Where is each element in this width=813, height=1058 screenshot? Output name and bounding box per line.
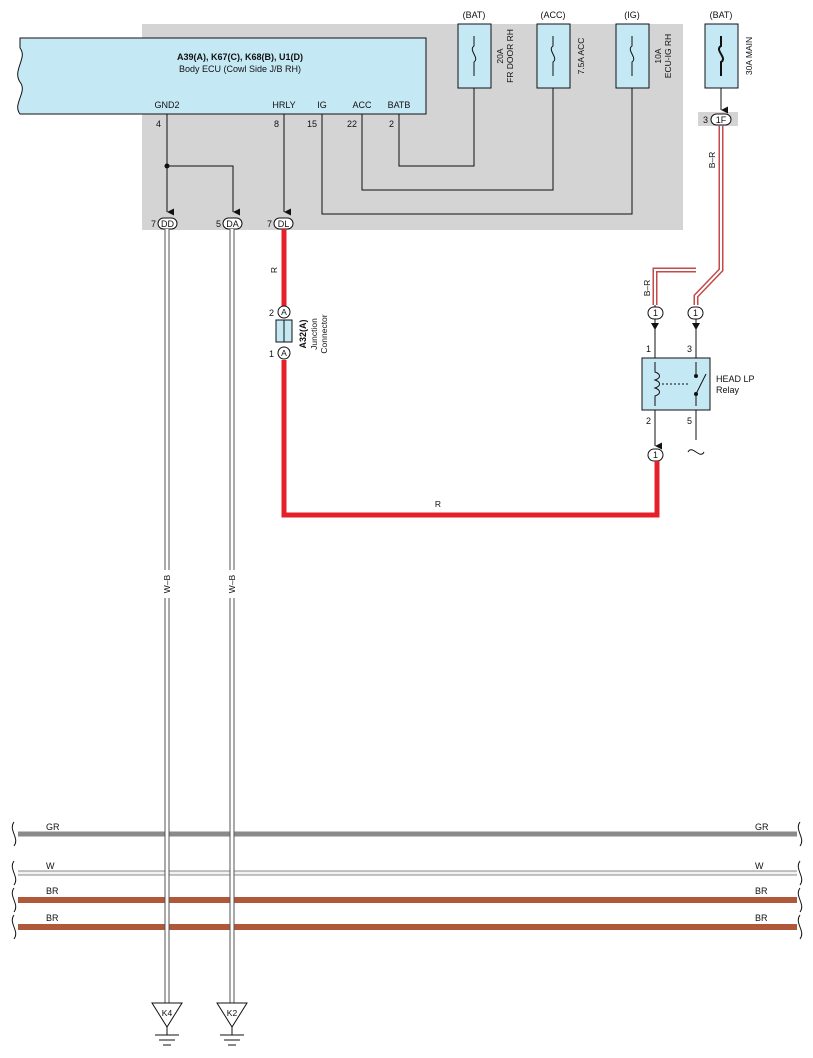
junction-pin-bottom: 1	[269, 349, 274, 359]
bus-gr-label-right: GR	[755, 822, 769, 832]
fuse1-rating: 20A	[495, 48, 505, 63]
fuse2-rating: 7.5A ACC	[576, 38, 586, 75]
fuse-main	[704, 23, 739, 89]
pin-num-ig: 15	[307, 119, 317, 129]
junction-connector	[275, 305, 293, 360]
pin-num-hrly: 8	[274, 119, 279, 129]
conn-1f-id: 1F	[716, 115, 727, 125]
r-label-vertical: R	[269, 267, 279, 273]
fuse3-rating: 10A	[653, 48, 663, 63]
bus-br2-label-left: BR	[46, 913, 59, 923]
conn-1f	[710, 113, 732, 126]
fuse3-name: ECU-IG RH	[663, 34, 673, 78]
ground-split-node	[164, 163, 170, 169]
fuse-fr-door-rh	[457, 23, 492, 89]
conn-dl-id: DL	[278, 219, 290, 229]
wb-label-left: W–B	[162, 574, 172, 593]
bus-br2-label-right: BR	[755, 913, 768, 923]
pin-name-gnd2: GND2	[154, 100, 179, 110]
relay-out-conn-id: 1	[653, 450, 658, 460]
ground-k2	[216, 1002, 248, 1046]
pin-num-batb: 2	[389, 119, 394, 129]
relay-pin3: 3	[687, 344, 692, 354]
jb-internal-wires	[166, 88, 633, 216]
bus-w-label-right: W	[755, 861, 764, 871]
conn-dd-id: DD	[161, 219, 174, 229]
bus-br1-label-right: BR	[755, 886, 768, 896]
bus-gr	[11, 821, 803, 847]
fuse1-name: FR DOOR RH	[505, 29, 515, 83]
fuse4-source: (BAT)	[710, 10, 733, 20]
pin-name-acc: ACC	[352, 100, 372, 110]
pin-name-hrly: HRLY	[272, 100, 295, 110]
bus-w-label-left: W	[46, 861, 55, 871]
br-label-relay: B–R	[642, 280, 652, 297]
relay-pin5: 5	[687, 416, 692, 426]
bus-br-2	[11, 914, 803, 940]
ground-k4-id: K4	[162, 1008, 173, 1018]
bus-w	[11, 860, 803, 886]
pin-name-batb: BATB	[388, 100, 411, 110]
ecu-subtitle: Body ECU (Cowl Side J/B RH)	[179, 64, 301, 74]
ground-k2-id: K2	[227, 1008, 238, 1018]
fuse3-source: (IG)	[624, 10, 640, 20]
fuse-ecu-ig-rh	[615, 23, 650, 89]
junction-pin-top: 2	[269, 308, 274, 318]
wb-wires	[164, 229, 235, 1003]
junction-name-2: Connector	[319, 314, 329, 353]
br-label-main: B–R	[707, 152, 717, 169]
relay-pin1: 1	[646, 344, 651, 354]
fuse4-rating: 30A MAIN	[744, 37, 754, 75]
relay-pin5-tail	[687, 410, 705, 455]
junction-name-1: Junction	[309, 318, 319, 350]
junction-code: A32(A)	[298, 319, 308, 348]
bus-br1-label-left: BR	[46, 886, 59, 896]
conn-da-id: DA	[226, 219, 239, 229]
conn-dd-pin: 7	[151, 219, 156, 229]
br-wire	[652, 126, 724, 305]
r-label-horizontal: R	[435, 499, 441, 509]
junction-bottom-id: A	[281, 348, 287, 358]
pin-num-gnd2: 4	[156, 119, 161, 129]
relay-name-2: Relay	[716, 385, 740, 395]
fuse-acc	[536, 23, 571, 89]
relay-pin2: 2	[646, 416, 651, 426]
conn-da-pin: 5	[216, 219, 221, 229]
conn-dl-pin: 7	[267, 219, 272, 229]
red-wire	[281, 229, 660, 518]
bus-br-1	[11, 887, 803, 913]
fuse1-source: (BAT)	[463, 10, 486, 20]
bus-gr-label-left: GR	[46, 822, 60, 832]
ecu-box	[17, 37, 427, 115]
relay-coil	[653, 362, 660, 406]
relay-conn-right-id: 1	[693, 308, 698, 318]
fuse2-source: (ACC)	[541, 10, 566, 20]
junction-top-id: A	[281, 307, 287, 317]
relay-conn-left-id: 1	[653, 308, 658, 318]
conn-1f-pin: 3	[703, 115, 708, 125]
ecu-title: A39(A), K67(C), K68(B), U1(D)	[177, 52, 303, 62]
pin-num-acc: 22	[347, 119, 357, 129]
ground-k4	[151, 1002, 183, 1046]
wb-label-right: W–B	[227, 574, 237, 593]
relay-name-1: HEAD LP	[716, 374, 755, 384]
pin-name-ig: IG	[317, 100, 327, 110]
